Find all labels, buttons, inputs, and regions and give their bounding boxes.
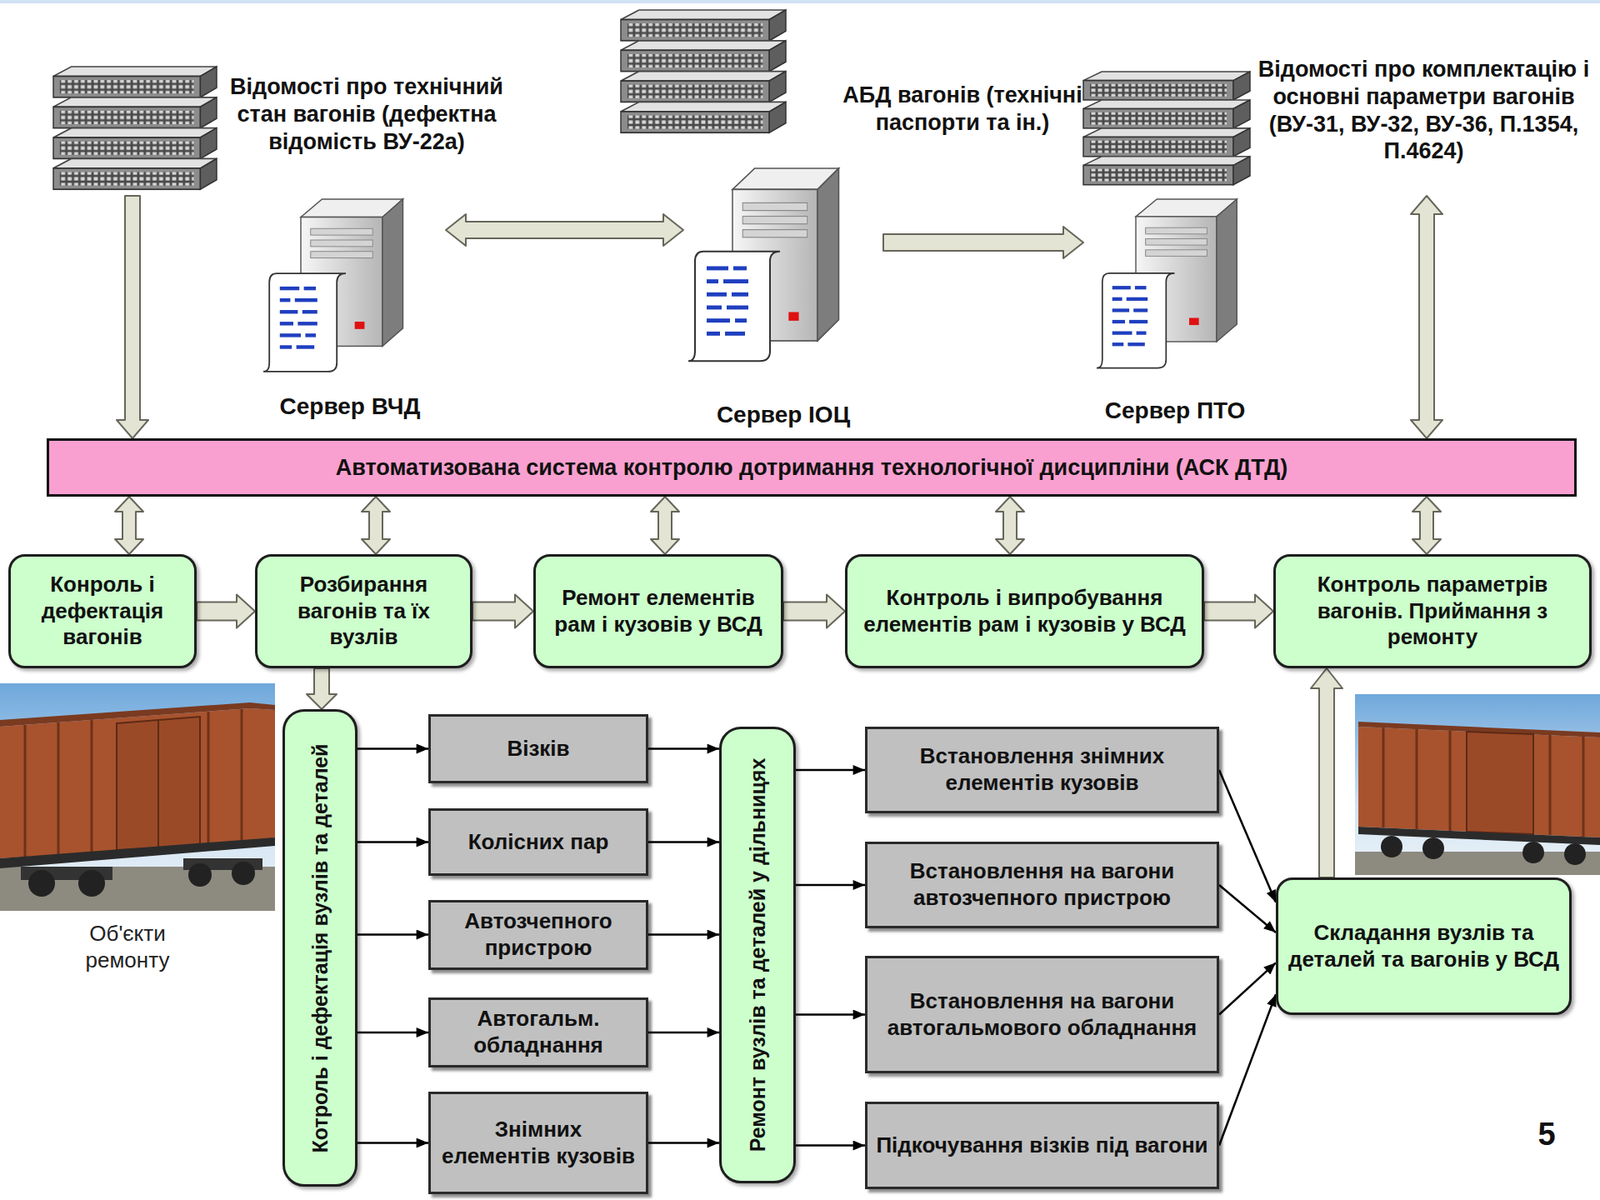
block-arrow [196, 595, 255, 629]
unit-box: Встановлення на вагони автогальмового об… [865, 955, 1220, 1074]
node-text: Сервер ІОЦ [711, 400, 855, 430]
flow-arrow [1219, 885, 1276, 933]
flow-arrow [795, 769, 865, 772]
process-box: Конроль і дефектація вагонів [8, 554, 197, 669]
block-arrow [472, 595, 534, 629]
unit-box: Знімних елементів кузовів [428, 1091, 649, 1195]
flow-arrow [1219, 962, 1276, 1015]
database-stack [1083, 71, 1250, 185]
unit-box: Візків [428, 714, 649, 784]
label-box: АБД вагонів (технічні паспорти та ін.) [841, 81, 1084, 137]
node-text: Відомості про технічний стан вагонів (де… [220, 73, 513, 156]
node-text: Контроль параметрів вагонів. Приймання з… [1284, 571, 1581, 651]
node-text: Конроль і дефектація вагонів [19, 571, 186, 651]
rotated-text-holder: Котроль і дефектація вузлів та деталей [307, 721, 334, 1175]
unit-box: Колісних пар [428, 808, 649, 876]
block-arrow [116, 195, 149, 439]
node-text: Сервер ПТО [1100, 396, 1251, 425]
flow-arrow [795, 884, 865, 887]
block-arrow [445, 214, 684, 246]
flow-arrow [357, 1141, 429, 1145]
unit-box: Підкочування візків під вагони [865, 1101, 1220, 1190]
block-arrow [1204, 595, 1274, 629]
flow-arrow [648, 747, 720, 750]
node-text: Розбирання вагонів та їх вузлів [265, 571, 462, 651]
flow-arrow [648, 933, 720, 936]
document-icon [1096, 273, 1175, 369]
data-source: Відомості про технічний стан вагонів (де… [50, 33, 513, 196]
rotated-text-holder: Ремонт вузлів та деталей у дільницях [745, 739, 771, 1171]
node-text: Автозчепного пристрою [439, 908, 638, 961]
node-text: Візків [506, 735, 570, 763]
flow-arrow [795, 1144, 865, 1147]
block-arrow [1412, 496, 1441, 555]
process-box: Складання вузлів та деталей та вагонів у… [1275, 877, 1572, 1015]
photo-caption: Об'єкти ремонту [60, 920, 195, 974]
document-icon [263, 273, 346, 372]
node-text: Відомості про комплектацію і основні пар… [1254, 55, 1594, 166]
vertical-process-box: Котроль і дефектація вузлів та деталей [282, 709, 358, 1187]
node-text: Знімних елементів кузовів [439, 1116, 638, 1170]
document-icon [688, 251, 780, 361]
system-band: Автоматизована система контролю дотриман… [46, 438, 1577, 497]
node-text: Ремонт вузлів та деталей у дільницях [745, 739, 771, 1171]
wagon-photo [1355, 694, 1600, 875]
process-box: Контроль параметрів вагонів. Приймання з… [1273, 554, 1592, 669]
server-node: Сервер ПТО [1083, 199, 1267, 425]
database-stack [620, 10, 786, 133]
node-text: Встановлення на вагони автогальмового об… [875, 988, 1209, 1041]
flow-arrow [357, 840, 429, 844]
unit-box: Встановлення знімних елементів кузовів [865, 726, 1220, 814]
node-text: Складання вузлів та деталей та вагонів у… [1286, 920, 1561, 973]
block-arrow [783, 595, 845, 629]
node-text: Автогальм. обладнання [439, 1005, 638, 1059]
process-box: Ремонт елементів рам і кузовів у ВСД [533, 554, 784, 669]
node-text: Сервер ВЧД [275, 392, 426, 421]
node-text: Підкочування візків під вагони [875, 1132, 1208, 1160]
block-arrow [1410, 195, 1443, 439]
block-arrow [883, 226, 1084, 259]
flow-arrow [357, 1031, 429, 1035]
node-text: Ремонт елементів рам і кузовів у ВСД [544, 585, 773, 638]
node-text: Встановлення знімних елементів кузовів [875, 743, 1209, 796]
label-box: 5 [1521, 1115, 1572, 1154]
flow-arrow [648, 840, 720, 844]
node-text: Контроль і випробування елементів рам і … [855, 585, 1194, 638]
database-stack [53, 66, 217, 190]
page-number: 5 [1521, 1115, 1572, 1154]
node-text: Колісних пар [468, 829, 610, 856]
node-text: Встановлення на вагони автозчепного прис… [875, 858, 1209, 911]
flow-arrow [1219, 770, 1276, 903]
flow-arrow [648, 1031, 720, 1035]
wagon-photo [0, 683, 275, 911]
process-box: Розбирання вагонів та їх вузлів [255, 554, 473, 669]
node-text: Автоматизована система контролю дотриман… [335, 454, 1289, 482]
unit-box: Автозчепного пристрою [428, 900, 649, 970]
unit-box: Встановлення на вагони автозчепного прис… [865, 841, 1220, 929]
node-text: Котроль і дефектація вузлів та деталей [307, 721, 334, 1175]
block-arrow [650, 496, 680, 555]
block-arrow [306, 668, 337, 710]
flow-arrow [1219, 994, 1276, 1145]
unit-box: Автогальм. обладнання [428, 997, 649, 1068]
flow-arrow [357, 933, 429, 936]
label-box: Об'єкти ремонту [60, 920, 195, 974]
vertical-process-box: Ремонт вузлів та деталей у дільницях [719, 726, 796, 1184]
data-source: Відомості про комплектацію і основні пар… [1083, 25, 1594, 196]
block-arrow [1310, 668, 1343, 878]
top-strip [0, 0, 1600, 4]
server-node: Сервер ІОЦ [683, 168, 884, 430]
flow-arrow [795, 1013, 865, 1016]
flow-arrow [648, 1141, 720, 1145]
server-node: Сервер ВЧД [254, 199, 446, 421]
flow-arrow [357, 747, 429, 750]
process-box: Контроль і випробування елементів рам і … [845, 554, 1205, 669]
block-arrow [995, 496, 1025, 555]
block-arrow [115, 496, 144, 555]
block-arrow [361, 496, 390, 555]
note-label: АБД вагонів (технічні паспорти та ін.) [841, 81, 1084, 137]
